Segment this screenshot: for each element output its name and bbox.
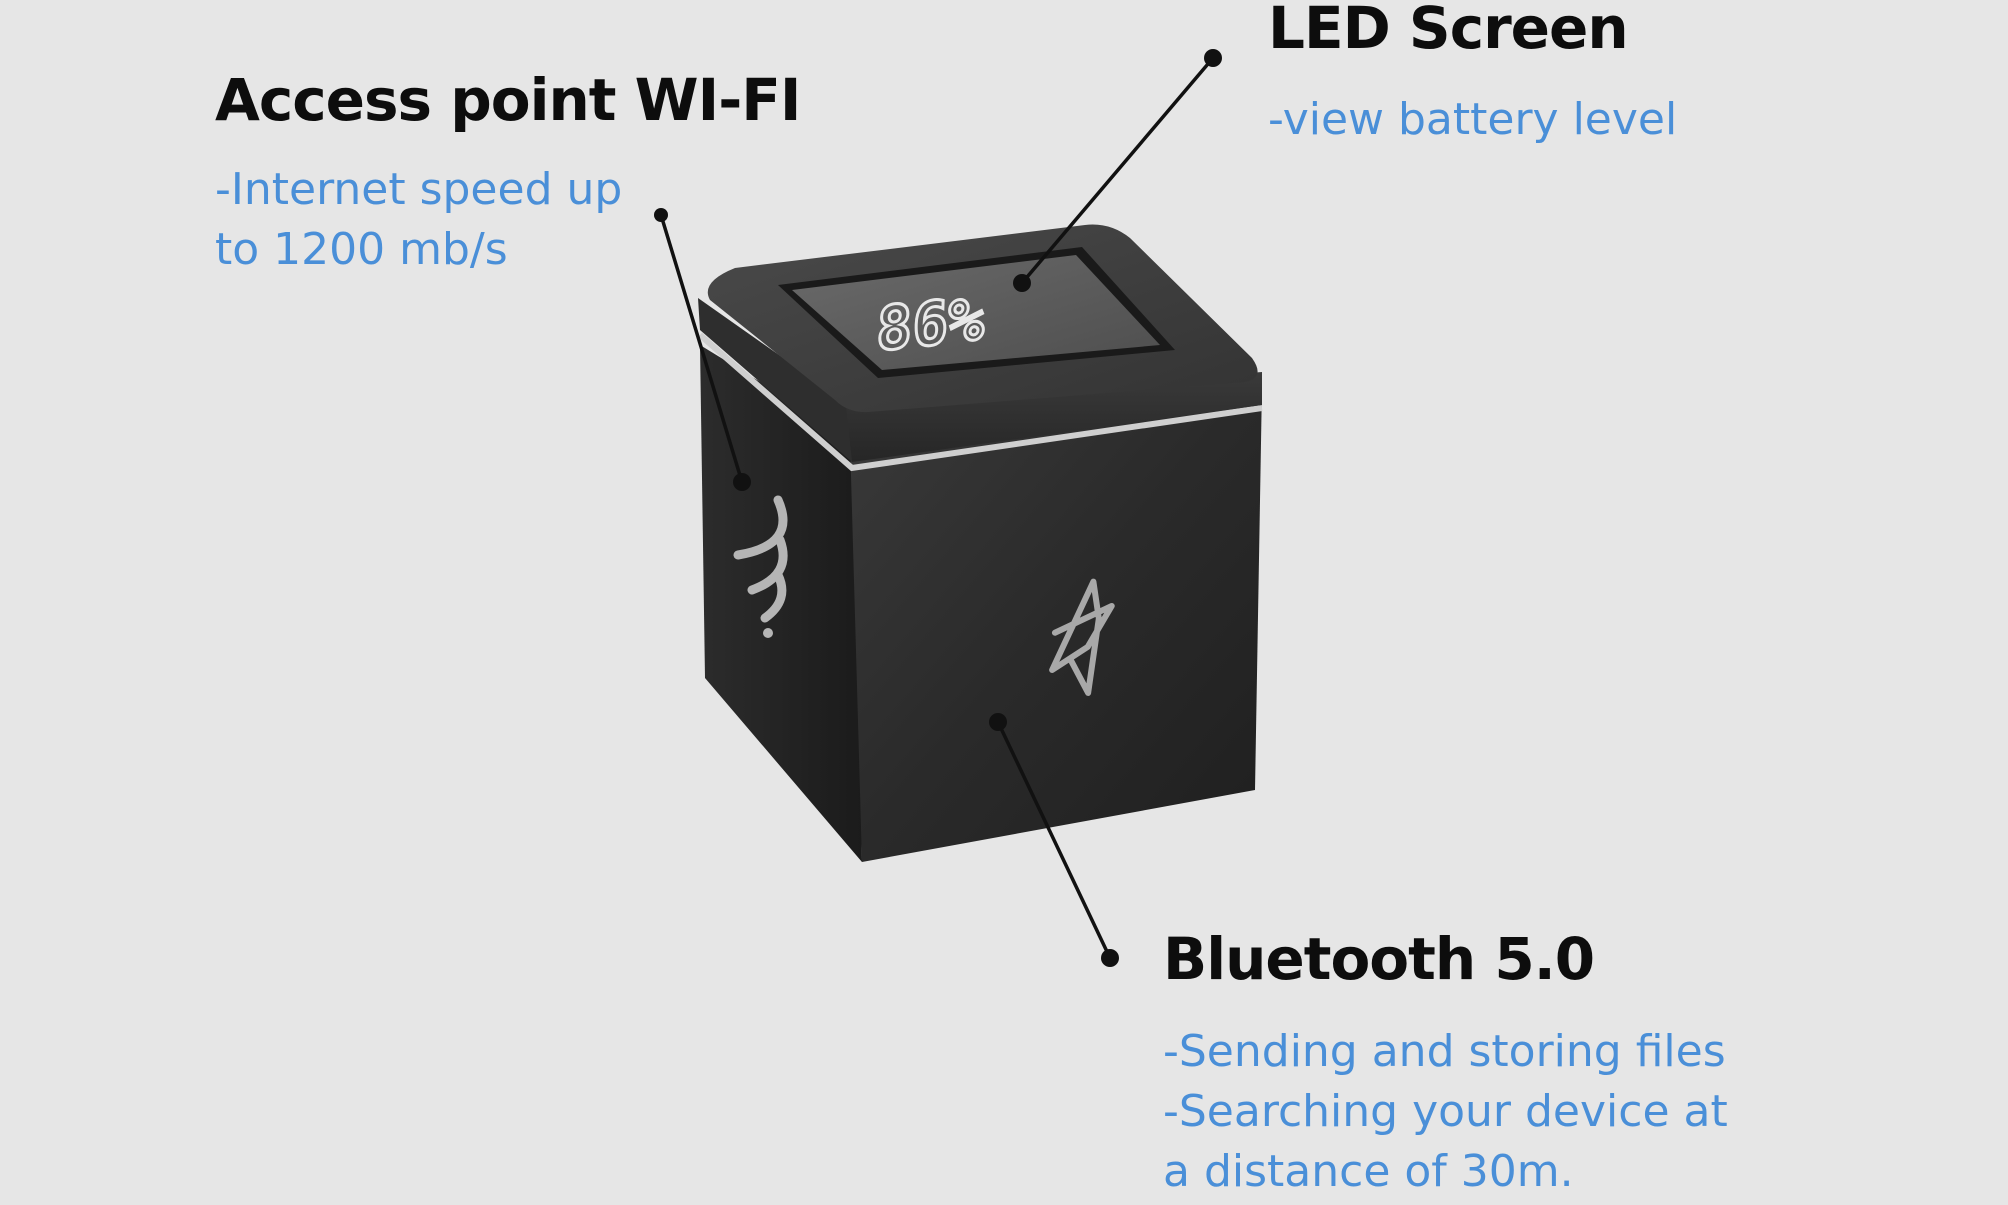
wifi-callout-line: to 1200 mb/s — [215, 224, 508, 275]
bluetooth-icon — [1049, 578, 1115, 696]
battery-readout: 86% — [875, 284, 985, 366]
led-callout-line: -view battery level — [1268, 94, 1678, 145]
bluetooth-pointer-dot-inner — [989, 713, 1007, 731]
bluetooth-pointer-line — [996, 721, 1112, 959]
led-callout-description: -view battery level — [1268, 90, 1677, 150]
lid-side — [698, 298, 852, 462]
callout-pointers — [654, 49, 1222, 967]
wifi-callout-line: -Internet speed up — [215, 164, 623, 215]
bluetooth-callout-line: a distance of 30m. — [1163, 1146, 1574, 1197]
lid-seam — [698, 332, 1263, 472]
bluetooth-callout-title: Bluetooth 5.0 — [1163, 925, 1595, 993]
wifi-callout-description: -Internet speed up to 1200 mb/s — [215, 160, 622, 280]
bluetooth-callout-line: -Sending and storing files — [1163, 1026, 1726, 1077]
led-callout-title: LED Screen — [1268, 0, 1629, 62]
wifi-pointer-dot-outer — [654, 208, 668, 222]
led-pointer-dot-inner — [1013, 274, 1031, 292]
wifi-callout-title: Access point WI-FI — [215, 66, 802, 134]
bluetooth-callout-line: -Searching your device at — [1163, 1086, 1728, 1137]
cube-device: 86% — [698, 224, 1263, 862]
wifi-icon — [733, 495, 788, 638]
wifi-pointer-dot-inner — [733, 473, 751, 491]
lid-front — [846, 372, 1262, 462]
led-pointer-line — [1020, 56, 1215, 285]
bluetooth-callout-description: -Sending and storing files -Searching yo… — [1163, 1022, 1728, 1202]
led-screen-glass — [792, 255, 1160, 370]
wifi-pointer-line — [659, 214, 744, 483]
led-pointer-dot-outer — [1204, 49, 1222, 67]
bluetooth-pointer-dot-outer — [1101, 949, 1119, 967]
cube-front-face — [850, 385, 1262, 862]
